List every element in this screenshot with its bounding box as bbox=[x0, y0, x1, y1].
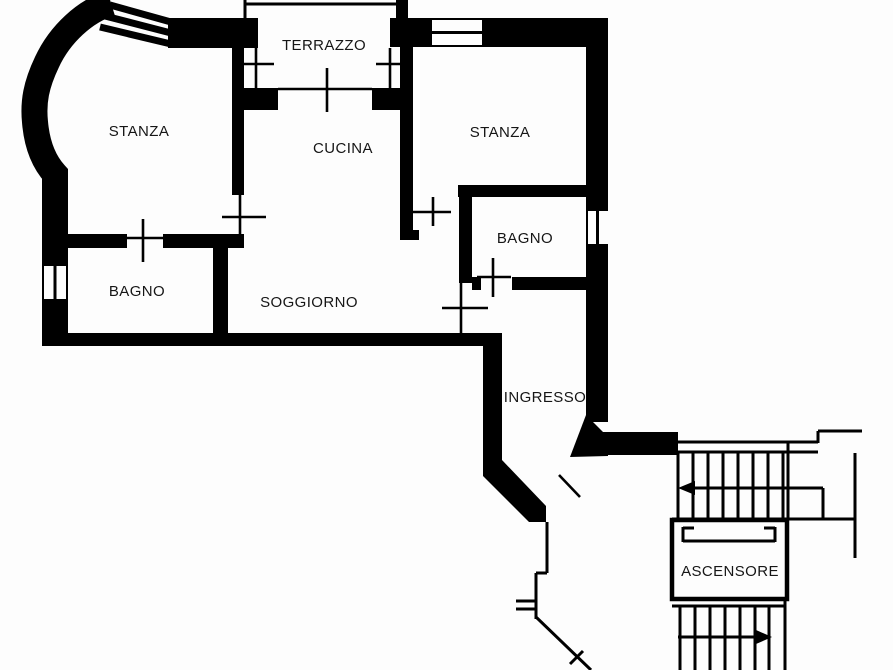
door-bagno-left bbox=[127, 219, 163, 262]
door-bagno-right bbox=[477, 258, 511, 297]
stairs-down-arrow-icon bbox=[678, 630, 772, 644]
stairs-up-arrow-icon bbox=[678, 481, 823, 495]
room-label-terrazzo: TERRAZZO bbox=[282, 37, 366, 54]
window-bagno-right bbox=[588, 211, 608, 244]
door-marks bbox=[127, 48, 581, 498]
room-label-bagno-right: BAGNO bbox=[497, 230, 553, 247]
hatched-wall-segment bbox=[99, 1, 172, 48]
elevator bbox=[669, 517, 790, 602]
elevator-shaft bbox=[669, 517, 790, 602]
door-entrance-tick bbox=[558, 474, 581, 498]
curved-wall bbox=[21, 0, 116, 190]
door-terrazzo-right bbox=[376, 48, 408, 88]
room-label-stanza-right: STANZA bbox=[470, 124, 530, 141]
door-stanza-right bbox=[411, 197, 451, 226]
room-labels: STANZA TERRAZZO CUCINA STANZA BAGNO BAGN… bbox=[109, 37, 779, 580]
door-soggiorno-ingresso bbox=[442, 283, 488, 333]
elevator-door bbox=[681, 526, 777, 543]
window-stanza-right bbox=[432, 20, 482, 45]
room-label-soggiorno: SOGGIORNO bbox=[260, 294, 358, 311]
room-label-cucina: CUCINA bbox=[313, 140, 373, 157]
windows bbox=[44, 20, 608, 299]
room-label-stanza-left: STANZA bbox=[109, 123, 169, 140]
entrance-diagonal-wall bbox=[483, 460, 546, 522]
door-terrazzo-left bbox=[242, 48, 274, 88]
walls bbox=[21, 0, 678, 522]
terrazzo-outline bbox=[243, 0, 397, 18]
room-label-ascensore: ASCENSORE bbox=[681, 563, 779, 580]
staircase-lower bbox=[672, 599, 787, 670]
landing-outline bbox=[516, 522, 593, 670]
door-terrazzo-cucina bbox=[278, 68, 372, 112]
room-label-ingresso: INGRESSO bbox=[504, 389, 586, 406]
window-bagno-left bbox=[44, 266, 66, 299]
door-stanza-left bbox=[222, 195, 266, 248]
staircase-upper bbox=[672, 429, 862, 558]
room-label-bagno-left: BAGNO bbox=[109, 283, 165, 300]
